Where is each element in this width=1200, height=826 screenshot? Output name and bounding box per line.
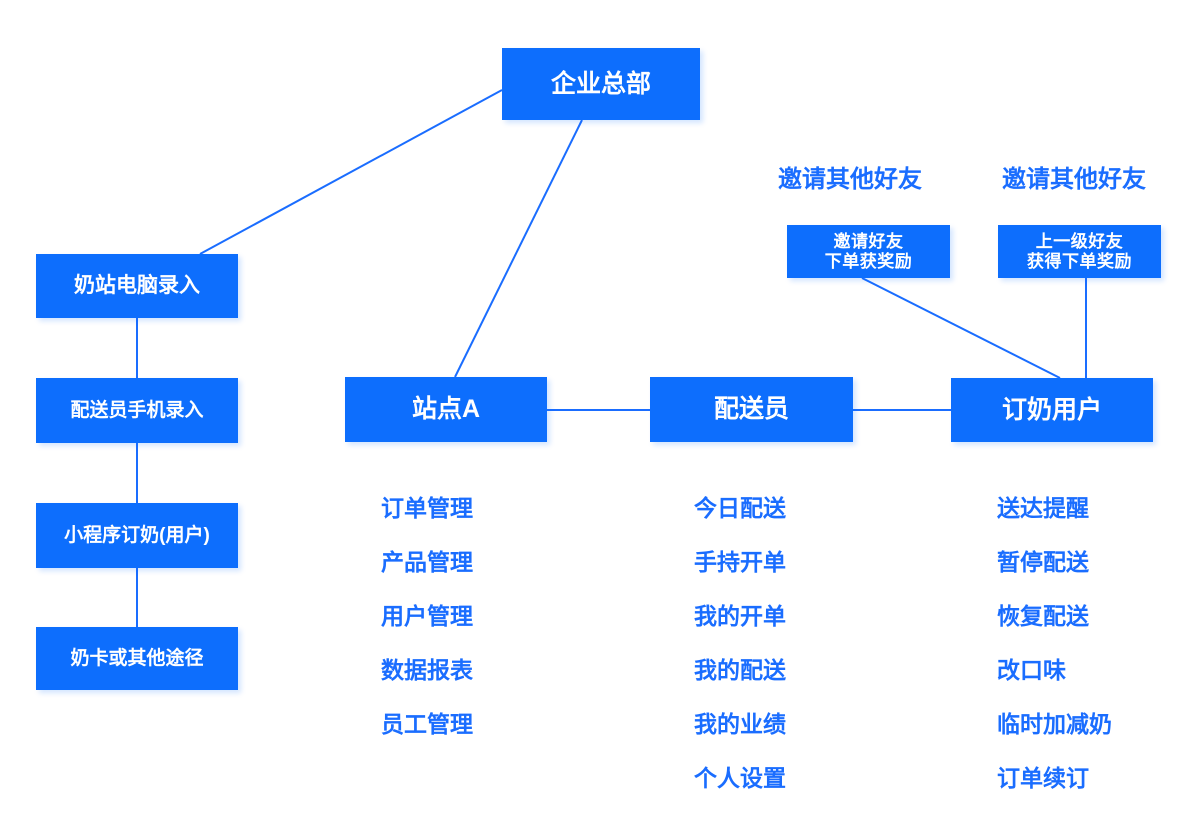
list-user-functions: 送达提醒 暂停配送 恢复配送 改口味 临时加减奶 订单续订 <box>997 481 1112 805</box>
list-item[interactable]: 订单续订 <box>997 765 1089 791</box>
edge-hq-to-station-pc <box>199 89 503 255</box>
list-item[interactable]: 恢复配送 <box>997 603 1089 629</box>
list-item[interactable]: 改口味 <box>997 657 1066 683</box>
node-invite-friend-reward-line2: 下单获奖励 <box>824 251 913 271</box>
list-item[interactable]: 我的配送 <box>694 657 786 683</box>
list-item[interactable]: 送达提醒 <box>997 495 1089 521</box>
list-item[interactable]: 我的业绩 <box>694 711 786 737</box>
node-miniapp-order-label: 小程序订奶(用户) <box>64 524 210 546</box>
list-item[interactable]: 数据报表 <box>381 657 473 683</box>
node-milk-card-other-label: 奶卡或其他途径 <box>70 647 204 669</box>
list-item[interactable]: 我的开单 <box>694 603 786 629</box>
node-station-a-label: 站点A <box>411 395 481 424</box>
list-courier-functions: 今日配送 手持开单 我的开单 我的配送 我的业绩 个人设置 <box>694 481 786 805</box>
edge-invite-friend-to-user <box>861 277 1061 379</box>
list-item[interactable]: 产品管理 <box>381 549 473 575</box>
node-headquarters-label: 企业总部 <box>550 69 651 98</box>
node-upper-friend-reward-line2: 获得下单奖励 <box>1027 251 1132 271</box>
node-station-pc-entry-label: 奶站电脑录入 <box>74 273 200 297</box>
node-milk-card-other[interactable]: 奶卡或其他途径 <box>36 627 238 690</box>
caption-invite-others-left-text: 邀请其他好友 <box>778 166 922 193</box>
edge-hq-to-station-a <box>454 119 583 378</box>
list-item[interactable]: 临时加减奶 <box>997 711 1112 737</box>
node-milk-user[interactable]: 订奶用户 <box>951 378 1153 442</box>
node-station-a[interactable]: 站点A <box>345 377 547 442</box>
list-item[interactable]: 暂停配送 <box>997 549 1089 575</box>
node-courier[interactable]: 配送员 <box>650 377 853 442</box>
caption-invite-others-left: 邀请其他好友 <box>778 159 922 194</box>
node-courier-phone-entry[interactable]: 配送员手机录入 <box>36 378 238 443</box>
list-item[interactable]: 订单管理 <box>381 495 473 521</box>
node-courier-phone-entry-label: 配送员手机录入 <box>70 399 204 421</box>
node-milk-user-label: 订奶用户 <box>1001 395 1102 424</box>
node-headquarters[interactable]: 企业总部 <box>502 48 700 120</box>
caption-invite-others-right: 邀请其他好友 <box>1002 159 1146 194</box>
node-station-pc-entry[interactable]: 奶站电脑录入 <box>36 254 238 318</box>
list-item[interactable]: 用户管理 <box>381 603 473 629</box>
list-item[interactable]: 员工管理 <box>381 711 473 737</box>
node-invite-friend-reward[interactable]: 邀请好友 下单获奖励 <box>787 225 950 278</box>
node-upper-friend-reward[interactable]: 上一级好友 获得下单奖励 <box>998 225 1161 278</box>
caption-invite-others-right-text: 邀请其他好友 <box>1002 166 1146 193</box>
list-station-a-functions: 订单管理 产品管理 用户管理 数据报表 员工管理 <box>381 481 473 751</box>
node-courier-label: 配送员 <box>713 395 789 424</box>
list-item[interactable]: 今日配送 <box>694 495 786 521</box>
list-item[interactable]: 个人设置 <box>694 765 786 791</box>
node-miniapp-order[interactable]: 小程序订奶(用户) <box>36 503 238 568</box>
node-invite-friend-reward-line1: 邀请好友 <box>833 231 904 251</box>
node-upper-friend-reward-line1: 上一级好友 <box>1035 231 1124 251</box>
list-item[interactable]: 手持开单 <box>694 549 786 575</box>
